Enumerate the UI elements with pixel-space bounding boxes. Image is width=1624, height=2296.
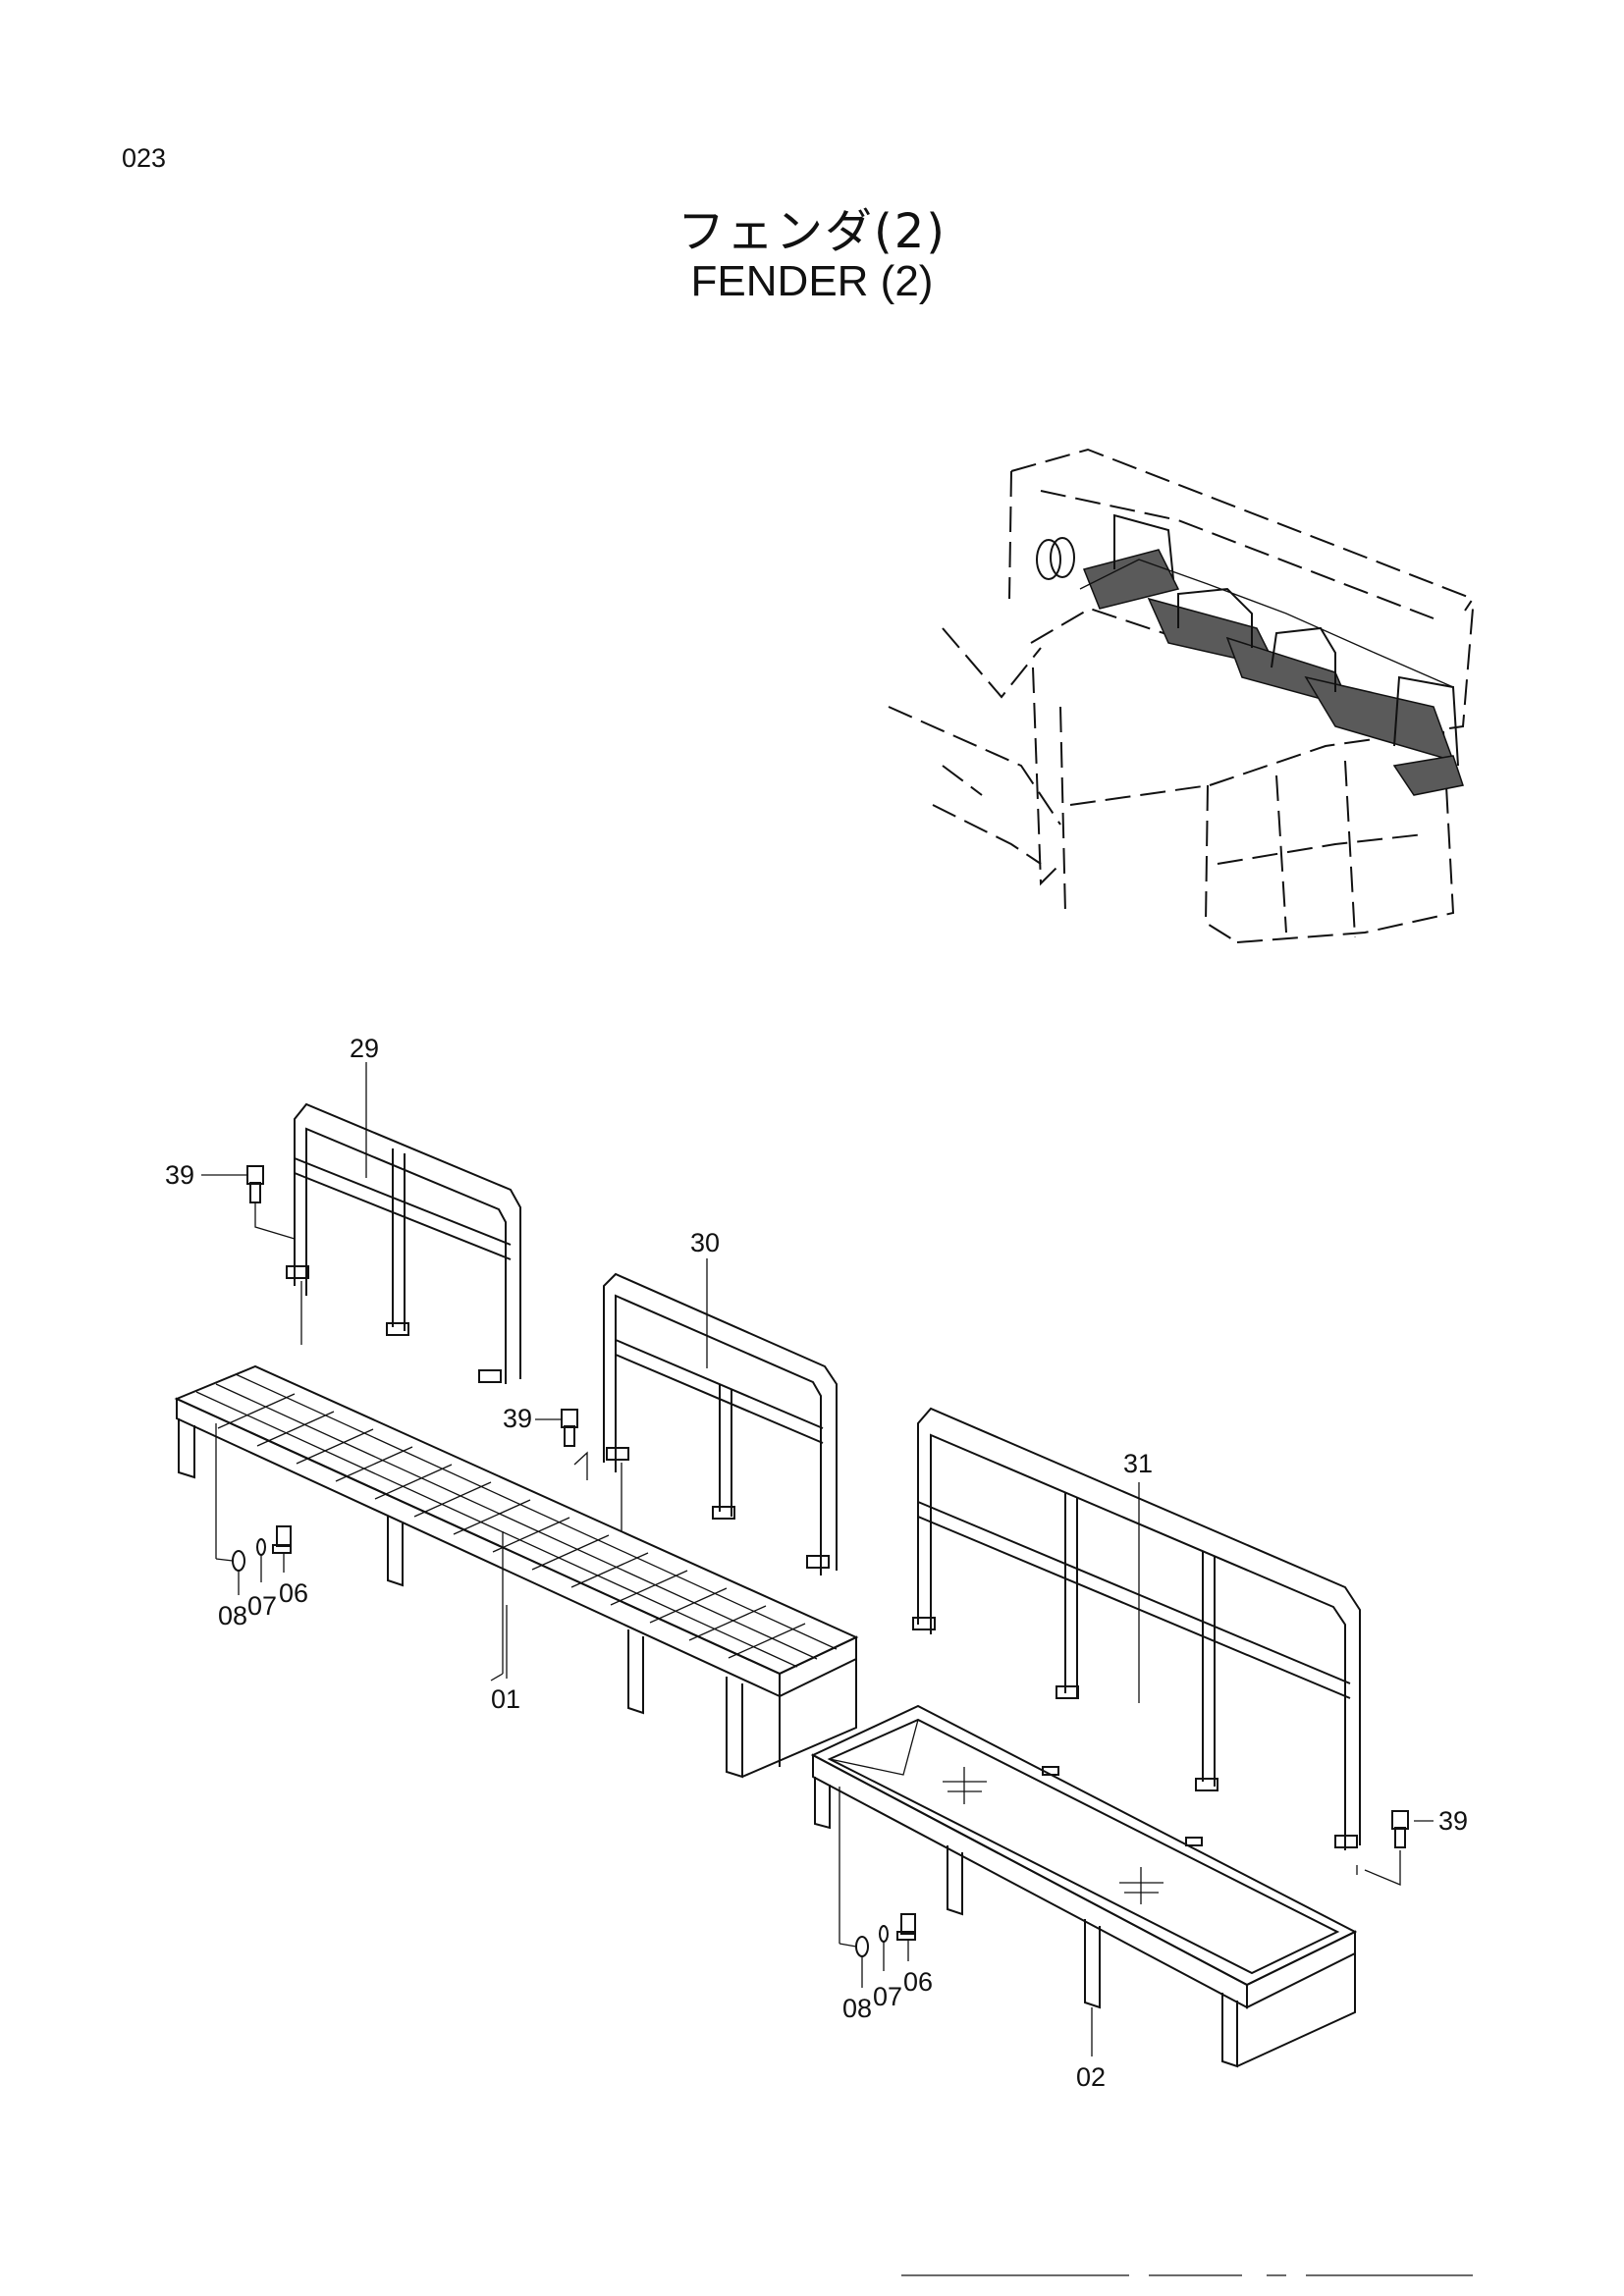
callout-39-right: 39	[1438, 1806, 1468, 1836]
bolt-39-middle	[535, 1409, 578, 1447]
part-02-plate-platform	[810, 1704, 1358, 2068]
callout-06-right: 06	[903, 1967, 933, 1997]
callout-30: 30	[690, 1228, 720, 1257]
callout-01: 01	[491, 1684, 520, 1714]
hardware-set-left	[215, 1423, 292, 1595]
title-english: FENDER (2)	[690, 257, 934, 305]
part-31-handrail	[912, 1407, 1361, 1850]
callout-39-left: 39	[165, 1160, 194, 1190]
callout-31: 31	[1123, 1449, 1153, 1478]
callout-labels: 29 30 31 39 39 39 01 02 08 07 06 08 07 0…	[165, 1034, 1468, 2092]
part-01-grating-platform	[174, 1364, 859, 1779]
part-29-handrail	[286, 1102, 521, 1384]
hardware-set-right	[839, 1913, 916, 1988]
callout-07-left: 07	[247, 1591, 277, 1621]
callout-06-left: 06	[279, 1578, 308, 1608]
leader-lines	[365, 1062, 1140, 2056]
callout-29: 29	[350, 1034, 379, 1063]
bolt-39-right	[1364, 1810, 1434, 1886]
machine-overview-sketch	[888, 448, 1475, 943]
callout-08-left: 08	[218, 1601, 247, 1630]
page-number: 023	[122, 143, 167, 173]
part-30-handrail	[573, 1272, 838, 1575]
title-japanese: フェンダ(2)	[677, 204, 947, 259]
callout-08-right: 08	[842, 1994, 872, 2023]
callout-02: 02	[1076, 2062, 1106, 2092]
bolt-39-left	[201, 1165, 296, 1240]
callout-07-right: 07	[873, 1982, 902, 2011]
callout-39-middle: 39	[503, 1404, 532, 1433]
